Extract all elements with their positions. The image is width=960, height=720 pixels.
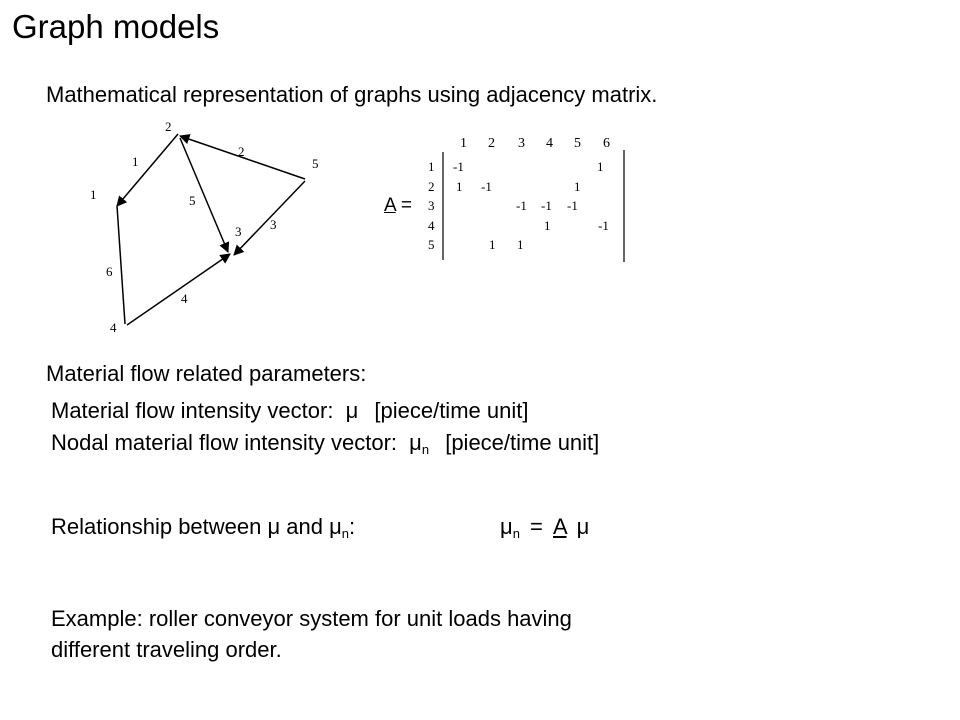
matrix-label: A =	[384, 195, 412, 217]
relationship-equation: μn = A μ	[500, 514, 589, 541]
matrix-row-label: 1	[428, 159, 435, 174]
edge-1	[116, 133, 179, 207]
edge-label-4: 4	[181, 291, 188, 306]
example-line-2: different traveling order.	[51, 637, 282, 662]
matrix-cell: 1	[544, 218, 551, 233]
vector1-text: Material flow intensity vector:	[51, 398, 334, 423]
matrix-row-label: 2	[428, 179, 435, 194]
equation-rhs: μ	[576, 514, 590, 539]
matrix-cell: 1	[574, 179, 581, 194]
matrix-cell: -1	[541, 198, 552, 213]
equation-matrix: A	[553, 514, 567, 539]
matrix-row-label: 5	[428, 237, 435, 252]
vector2-line: Nodal material flow intensity vector: μn…	[51, 430, 599, 457]
equation-equals: =	[530, 514, 543, 539]
node-label-4: 4	[110, 320, 117, 335]
vector2-text: Nodal material flow intensity vector:	[51, 430, 398, 455]
matrix-cell: 1	[517, 237, 524, 252]
matrix-name: A	[384, 195, 396, 216]
node-label-3: 3	[235, 224, 242, 239]
relationship-sub: n	[341, 526, 349, 541]
matrix-col-header: 6	[603, 136, 610, 151]
params-heading: Material flow related parameters:	[46, 361, 367, 386]
matrix-col-header: 5	[574, 136, 581, 151]
matrix-row-label: 4	[428, 218, 435, 233]
vector1-symbol: μ	[345, 398, 359, 423]
page-title: Graph models	[12, 8, 220, 45]
matrix-cell: 1	[456, 179, 463, 194]
edge-5	[179, 137, 230, 253]
equation-lhs: μ	[500, 514, 513, 539]
matrix-equals: =	[400, 195, 413, 216]
edge-4	[126, 253, 231, 326]
example-line-1: Example: roller conveyor system for unit…	[51, 606, 572, 631]
matrix-col-header: 1	[460, 136, 467, 151]
matrix-col-header: 3	[518, 136, 525, 151]
edge-2	[179, 134, 306, 180]
edge-label-3: 3	[270, 217, 277, 232]
edge-label-5: 5	[189, 193, 196, 208]
matrix-row-label: 3	[428, 198, 435, 213]
node-label-5: 5	[312, 156, 319, 171]
vector1-line: Material flow intensity vector: μ [piece…	[51, 398, 528, 424]
intro-text: Mathematical representation of graphs us…	[46, 82, 658, 107]
matrix-col-header: 4	[546, 136, 553, 151]
node-label-2: 2	[165, 119, 172, 134]
edge-label-6: 6	[106, 264, 113, 279]
edge-6	[116, 205, 126, 325]
matrix-cell: -1	[598, 218, 609, 233]
vector2-unit: [piece/time unit]	[445, 430, 600, 455]
matrix-cell: -1	[453, 159, 464, 174]
edge-label-1: 1	[132, 154, 139, 169]
edge-label-2: 2	[238, 144, 245, 159]
relationship-prefix: Relationship between μ and μ	[51, 514, 342, 539]
matrix-cell: -1	[481, 179, 492, 194]
matrix-col-header: 2	[488, 136, 495, 151]
relationship-colon: :	[349, 514, 356, 539]
relationship-line: Relationship between μ and μn:	[51, 514, 355, 541]
matrix-cell: 1	[597, 159, 604, 174]
vector2-symbol: μn	[409, 430, 430, 457]
vector1-unit: [piece/time unit]	[374, 398, 529, 423]
equation-lhs-sub: n	[512, 526, 520, 541]
edge-3	[233, 180, 306, 256]
matrix-cell: -1	[567, 198, 578, 213]
matrix-cell: -1	[516, 198, 527, 213]
matrix-cell: 1	[489, 237, 496, 252]
node-label-1: 1	[90, 187, 97, 202]
